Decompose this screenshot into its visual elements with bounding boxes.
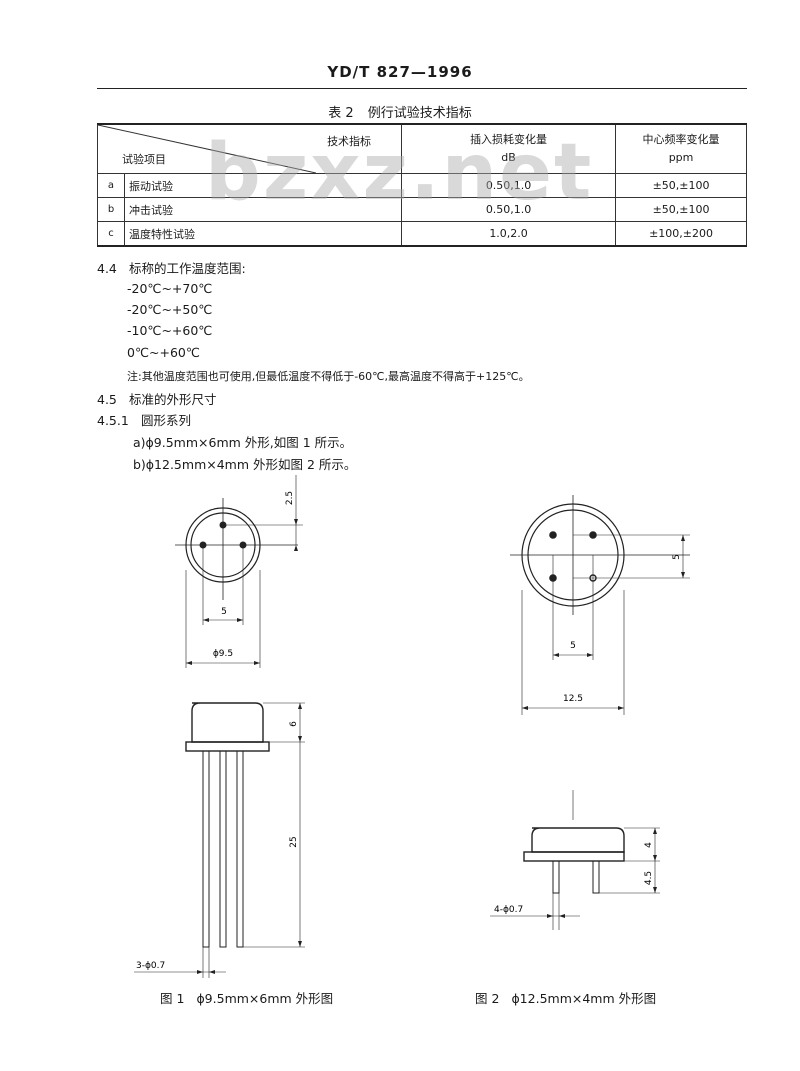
figure-1-caption: 图 1 ϕ9.5mm×6mm 外形图 [160, 988, 333, 1007]
col-center-freq-unit: ppm [668, 151, 694, 164]
section-number: 4.5.1 [97, 413, 129, 428]
fig1-pin-spacing-label: 5 [221, 607, 227, 617]
table-number: 表 2 [328, 106, 354, 121]
fig2-height-label: 4 [644, 842, 654, 848]
row-item: 温度特性试验 [123, 221, 403, 247]
item-a: a)ϕ9.5mm×6mm 外形,如图 1 所示。 [133, 435, 353, 450]
row-item: 冲击试验 [123, 197, 403, 222]
table-title-text: 例行试验技术指标 [367, 106, 472, 121]
col-center-freq-title: 中心频率变化量 [642, 133, 720, 146]
temp-range-1: -20℃~+70℃ [127, 281, 213, 296]
row-loss: 1.0,2.0 [401, 221, 617, 247]
document-header: YD/T 827—1996 [327, 63, 473, 81]
row-freq: ±50,±100 [615, 197, 747, 222]
section-title: 标准的外形尺寸 [129, 392, 217, 407]
section-title: 标称的工作温度范围: [129, 261, 246, 276]
fig2-pin-spacing-label: 5 [570, 641, 576, 651]
fig2-pin-offset-label: 5 [672, 554, 682, 560]
col-insertion-loss-unit: dB [501, 151, 516, 164]
section-title: 圆形系列 [141, 413, 192, 428]
row-letter: a [97, 173, 125, 198]
figure-1-number: 图 1 [160, 991, 185, 1006]
fig2-pin-diameter-label: 4-ϕ0.7 [494, 905, 523, 915]
col-center-freq-header: 中心频率变化量 ppm [615, 123, 747, 174]
corner-header-cell: 技术指标 试验项目 [96, 123, 403, 174]
row-letter: b [97, 197, 125, 222]
temperature-note: 注:其他温度范围也可使用,但最低温度不得低于-60℃,最高温度不得高于+125℃… [127, 370, 530, 383]
table-row: c 温度特性试验 1.0,2.0 ±100,±200 [97, 221, 747, 247]
item-b: b)ϕ12.5mm×4mm 外形如图 2 所示。 [133, 457, 357, 472]
figure-1-caption-text: ϕ9.5mm×6mm 外形图 [196, 991, 334, 1006]
fig1-height-label: 6 [289, 721, 299, 727]
fig1-diameter-label: ϕ9.5 [213, 649, 233, 659]
fig1-pin-diameter-label: 3-ϕ0.7 [136, 961, 165, 971]
routine-test-table: 技术指标 试验项目 插入损耗变化量 dB 中心频率变化量 ppm a 振动试验 … [96, 123, 747, 247]
header-rule [97, 88, 747, 89]
section-number: 4.4 [97, 261, 117, 276]
temp-range-3: -10℃~+60℃ [127, 323, 213, 338]
section-4-5-heading: 4.5 标准的外形尺寸 [97, 389, 217, 408]
row-freq: ±50,±100 [615, 173, 747, 198]
figure-2-number: 图 2 [475, 991, 500, 1006]
row-loss: 0.50,1.0 [401, 197, 617, 222]
fig1-lead-length-label: 25 [289, 836, 299, 847]
figure-2: 5 12.5 5 4 4.5 4-ϕ0.7 [480, 490, 700, 944]
section-4-5-1-heading: 4.5.1 圆形系列 [97, 410, 191, 429]
figure-2-caption-text: ϕ12.5mm×4mm 外形图 [511, 991, 657, 1006]
temp-range-2: -20℃~+50℃ [127, 302, 213, 317]
corner-header-bottom: 试验项目 [122, 153, 166, 166]
fig1-top-offset-label: 2.5 [285, 491, 295, 505]
fig2-diameter-label: 12.5 [563, 694, 583, 704]
figure-1-drawing: 5 ϕ9.5 2.5 6 25 3-ϕ0.7 [134, 475, 305, 978]
figure-1: 5 ϕ9.5 2.5 6 25 3-ϕ0.7 [120, 470, 340, 994]
figure-2-drawing: 5 12.5 5 4 4.5 4-ϕ0.7 [490, 495, 690, 930]
table-title: 表 2 例行试验技术指标 [0, 102, 800, 121]
row-freq: ±100,±200 [615, 221, 747, 247]
table-row: b 冲击试验 0.50,1.0 ±50,±100 [97, 197, 747, 222]
col-insertion-loss-title: 插入损耗变化量 [470, 133, 548, 146]
row-letter: c [97, 221, 125, 247]
section-number: 4.5 [97, 392, 117, 407]
table-header-row: 技术指标 试验项目 插入损耗变化量 dB 中心频率变化量 ppm [96, 123, 747, 174]
corner-header-top: 技术指标 [327, 135, 372, 148]
row-item: 振动试验 [123, 173, 403, 198]
col-insertion-loss-header: 插入损耗变化量 dB [401, 123, 617, 174]
table-row: a 振动试验 0.50,1.0 ±50,±100 [97, 173, 747, 198]
section-4-4-heading: 4.4 标称的工作温度范围: [97, 258, 246, 277]
corner-diagonal [98, 125, 316, 173]
fig2-lead-length-label: 4.5 [644, 871, 654, 885]
row-loss: 0.50,1.0 [401, 173, 617, 198]
figure-2-caption: 图 2 ϕ12.5mm×4mm 外形图 [475, 988, 656, 1007]
temp-range-4: 0℃~+60℃ [127, 345, 200, 360]
